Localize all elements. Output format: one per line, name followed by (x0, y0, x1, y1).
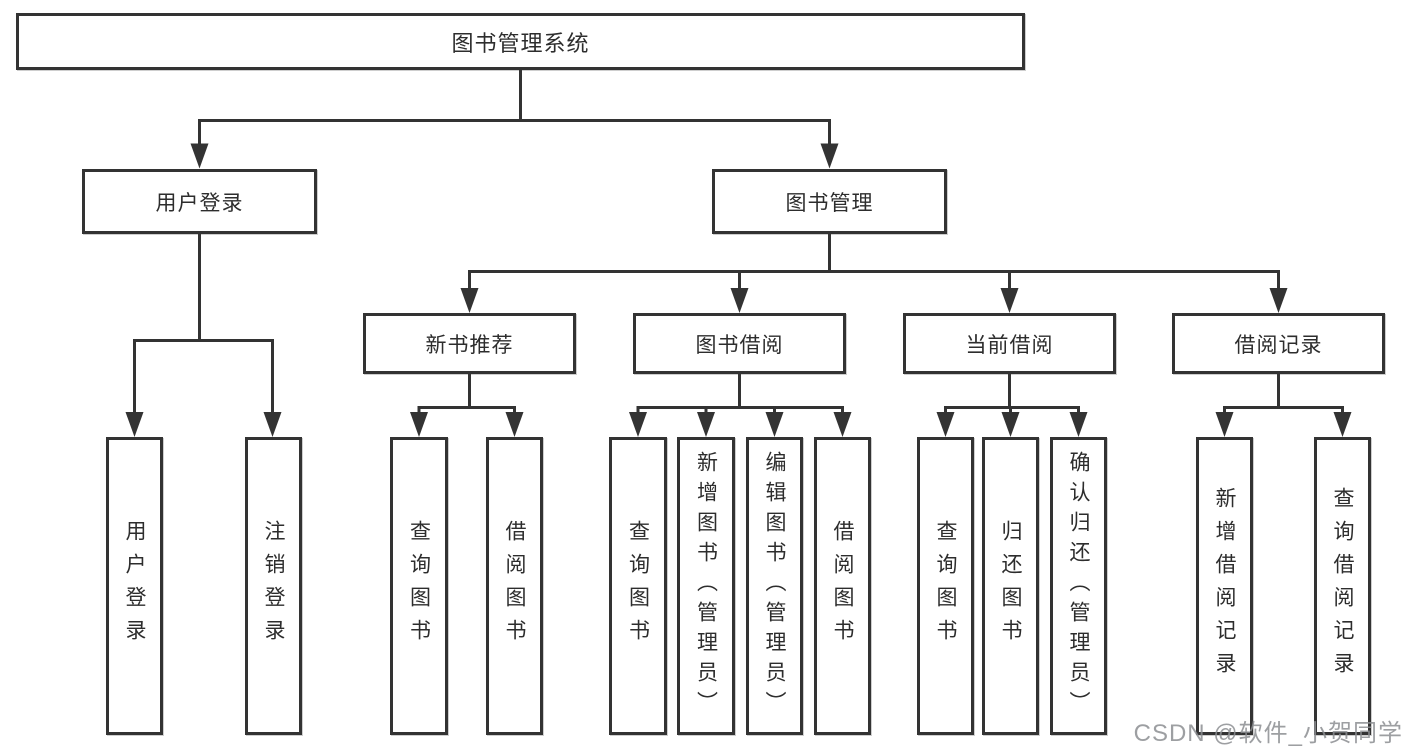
leaf-nbr-borrow-books: 借阅图书 (486, 437, 543, 735)
leaf-cb-confirm-return-admin-label: 确认归还（管理员） (1067, 451, 1090, 721)
node-new-book-recommend-label: 新书推荐 (425, 333, 514, 357)
node-borrow-records: 借阅记录 (1172, 313, 1385, 374)
leaf-logout-label: 注销登录 (262, 520, 285, 652)
leaf-bb-borrow-books-label: 借阅图书 (831, 520, 854, 652)
node-current-borrow: 当前借阅 (903, 313, 1116, 374)
watermark: CSDN @软件_小贺同学 (1133, 720, 1403, 747)
leaf-logout: 注销登录 (245, 437, 302, 735)
leaf-user-login-label: 用户登录 (123, 520, 146, 652)
leaf-cb-return-books-label: 归还图书 (999, 520, 1022, 652)
leaf-nbr-query-books: 查询图书 (390, 437, 448, 735)
node-new-book-recommend: 新书推荐 (363, 313, 576, 374)
leaf-bb-borrow-books: 借阅图书 (814, 437, 871, 735)
leaf-cb-return-books: 归还图书 (982, 437, 1039, 735)
leaf-cb-query-books: 查询图书 (917, 437, 974, 735)
leaf-bb-add-book-admin: 新增图书（管理员） (677, 437, 735, 735)
leaf-bb-query-books-label: 查询图书 (626, 520, 650, 652)
leaf-user-login: 用户登录 (106, 437, 163, 735)
node-borrow-records-label: 借阅记录 (1234, 333, 1323, 357)
node-book-management: 图书管理 (712, 169, 947, 234)
leaf-nbr-borrow-books-label: 借阅图书 (503, 520, 526, 652)
node-current-borrow-label: 当前借阅 (965, 333, 1054, 357)
leaf-br-add-record: 新增借阅记录 (1196, 437, 1253, 735)
leaf-cb-query-books-label: 查询图书 (934, 520, 957, 652)
leaf-bb-query-books: 查询图书 (609, 437, 667, 735)
leaf-bb-edit-book-admin: 编辑图书（管理员） (746, 437, 803, 735)
node-root: 图书管理系统 (16, 13, 1025, 70)
leaf-bb-edit-book-admin-label: 编辑图书（管理员） (763, 451, 786, 721)
node-user-login: 用户登录 (82, 169, 317, 234)
leaf-br-query-record: 查询借阅记录 (1314, 437, 1371, 735)
node-book-borrow: 图书借阅 (633, 313, 846, 374)
leaf-br-add-record-label: 新增借阅记录 (1213, 487, 1236, 685)
node-user-login-label: 用户登录 (155, 191, 244, 215)
leaf-br-query-record-label: 查询借阅记录 (1331, 487, 1354, 685)
node-book-borrow-label: 图书借阅 (695, 333, 784, 357)
leaf-cb-confirm-return-admin: 确认归还（管理员） (1050, 437, 1107, 735)
node-book-management-label: 图书管理 (785, 191, 874, 215)
node-root-label: 图书管理系统 (451, 30, 590, 56)
leaf-nbr-query-books-label: 查询图书 (407, 520, 431, 652)
leaf-bb-add-book-admin-label: 新增图书（管理员） (694, 451, 718, 721)
